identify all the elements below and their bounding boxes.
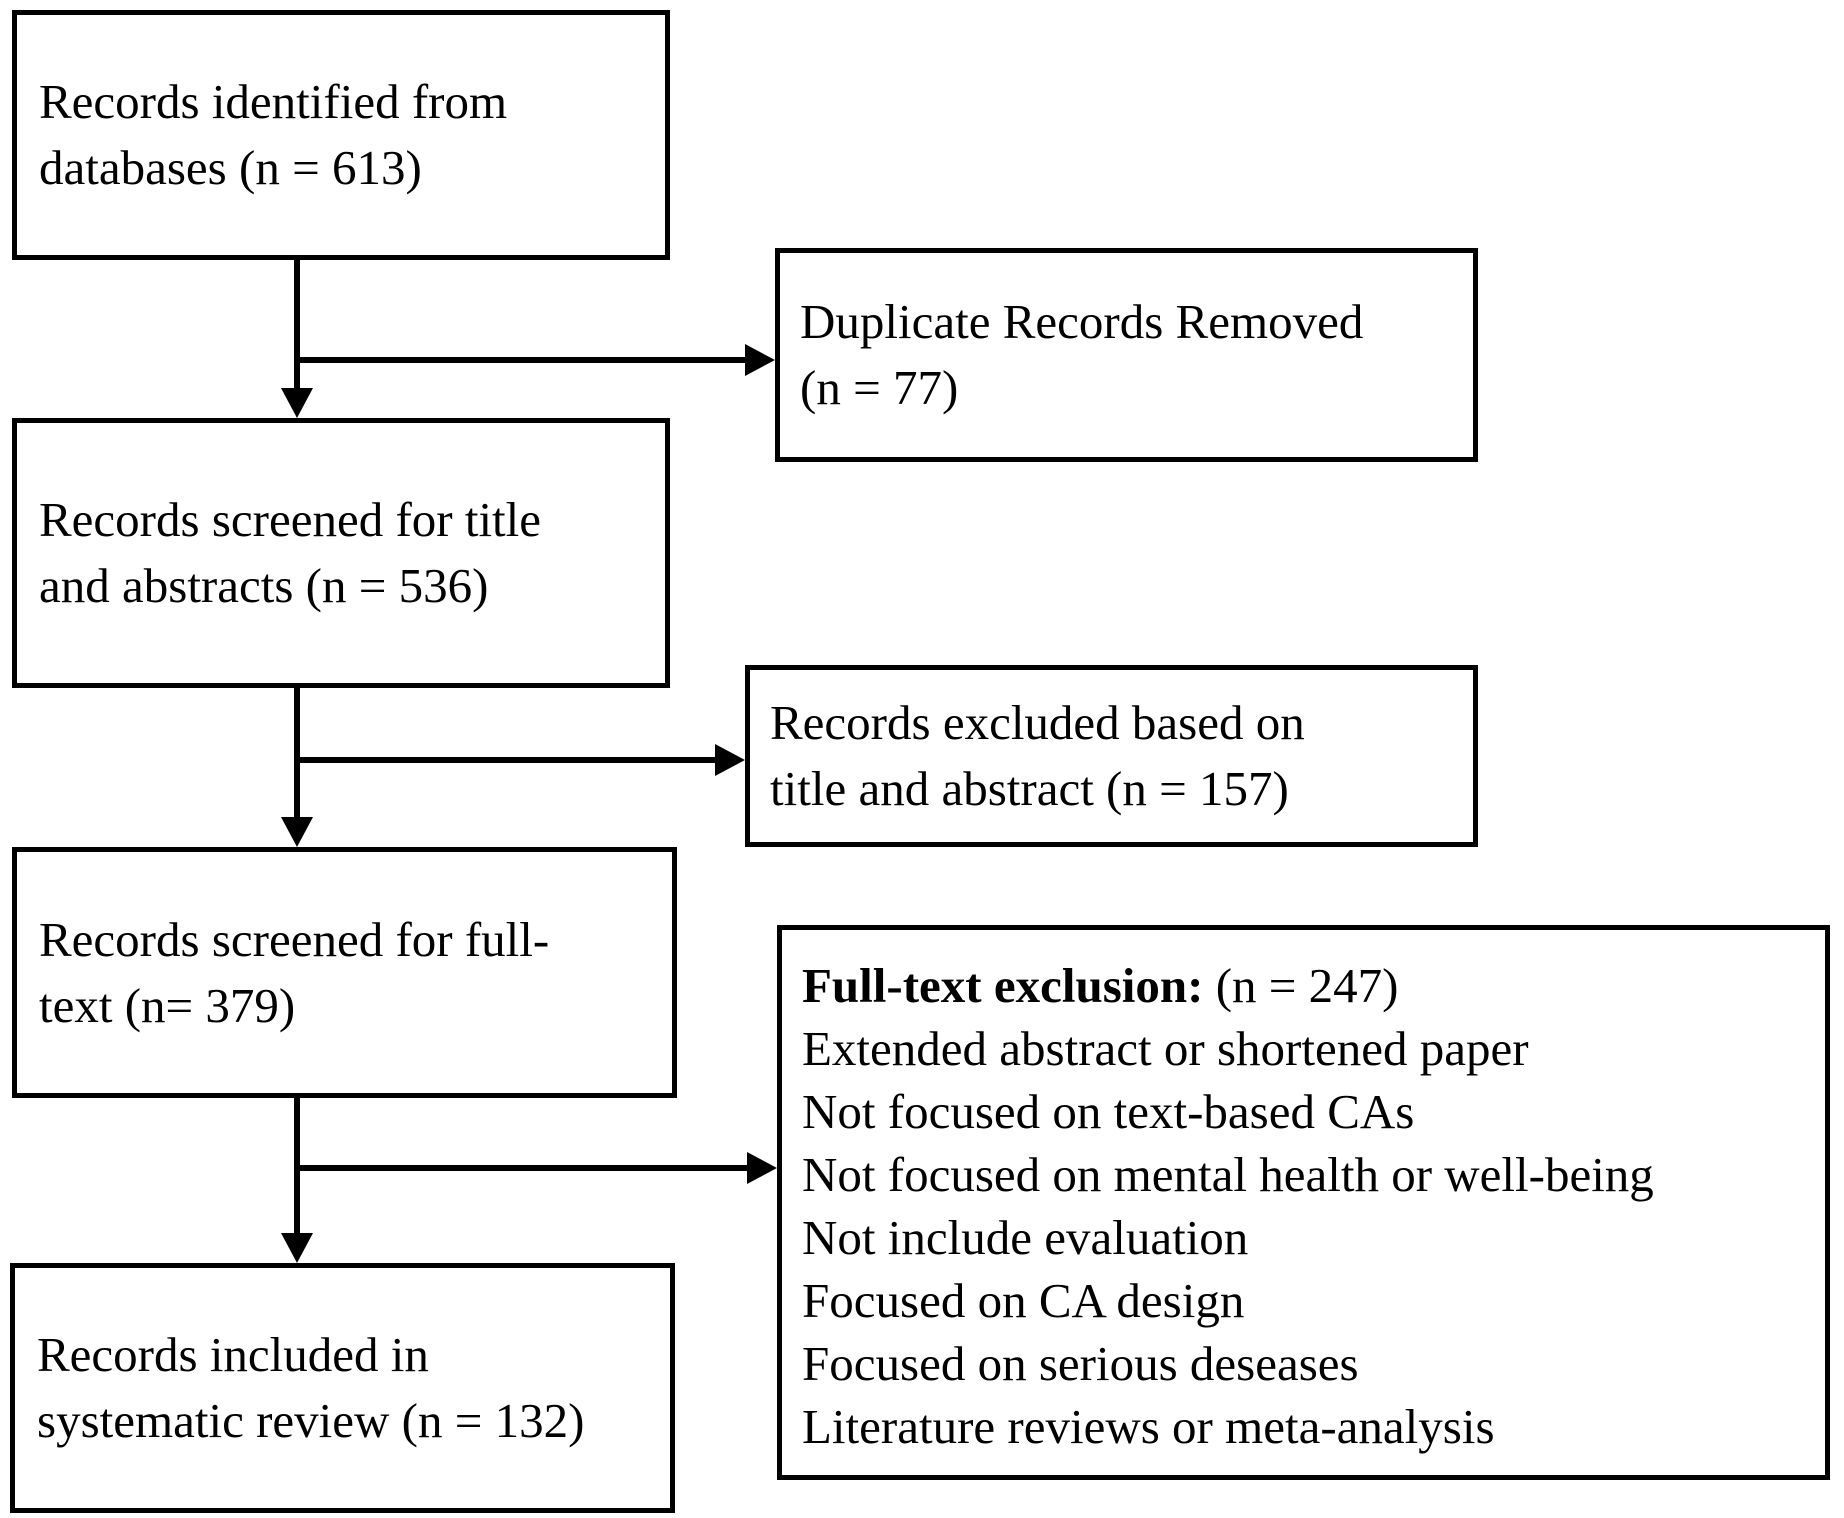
box-text-line: title and abstract (n = 157) <box>770 761 1289 816</box>
connector-line <box>294 686 300 821</box>
box-records-excluded-title-abstract: Records excluded based on title and abst… <box>745 665 1478 847</box>
box-text-line: (n = 77) <box>800 360 959 415</box>
arrow-down-icon <box>281 1233 313 1263</box>
box-text-line: Records screened for full- <box>39 911 550 967</box>
exclusion-reason: Not include evaluation <box>802 1210 1249 1265</box>
exclusion-reason: Focused on CA design <box>802 1273 1245 1328</box>
box-text-line: databases (n = 613) <box>39 140 422 195</box>
connector-line <box>294 357 749 363</box>
box-text-line: systematic review (n = 132) <box>37 1393 585 1448</box>
arrow-right-icon <box>745 344 775 376</box>
fulltext-exclusion-heading-label: Full-text exclusion: <box>802 958 1204 1013</box>
arrow-down-icon <box>281 817 313 847</box>
box-text-line: Records screened for title <box>39 492 542 547</box>
arrow-right-icon <box>747 1152 777 1184</box>
exclusion-reason: Not focused on text-based CAs <box>802 1084 1415 1139</box>
exclusion-reason: Not focused on mental health or well-bei… <box>802 1147 1654 1202</box>
connector-line <box>294 757 719 763</box>
connector-line <box>294 258 300 398</box>
arrow-down-icon <box>281 388 313 418</box>
box-records-identified: Records identified from databases (n = 6… <box>12 10 670 260</box>
exclusion-reason: Focused on serious deseases <box>802 1336 1359 1391</box>
fulltext-exclusion-heading: Full-text exclusion: (n = 247) <box>802 954 1809 1017</box>
box-text-line: text (n= 379) <box>39 977 296 1033</box>
box-text-line: Records excluded based on <box>770 695 1305 750</box>
exclusion-reason: Literature reviews or meta-analysis <box>802 1399 1495 1454</box>
arrow-right-icon <box>715 744 745 776</box>
box-records-included: Records included in systematic review (n… <box>10 1263 675 1513</box>
box-text-line: Duplicate Records Removed <box>800 294 1364 349</box>
exclusion-reason: Extended abstract or shortened paper <box>802 1021 1529 1076</box>
box-text-line: Records identified from <box>39 74 508 129</box>
box-fulltext-exclusion: Full-text exclusion: (n = 247) Extended … <box>777 925 1830 1480</box>
connector-line <box>294 1165 751 1171</box>
box-records-screened-fulltext: Records screened for full- text (n= 379) <box>12 847 677 1098</box>
box-text-line: Records included in <box>37 1327 429 1382</box>
box-duplicates-removed: Duplicate Records Removed (n = 77) <box>775 248 1478 462</box>
box-text-line: and abstracts (n = 536) <box>39 558 489 613</box>
fulltext-exclusion-heading-count: (n = 247) <box>1203 958 1399 1013</box>
box-records-screened-title-abstract: Records screened for title and abstracts… <box>12 418 670 688</box>
